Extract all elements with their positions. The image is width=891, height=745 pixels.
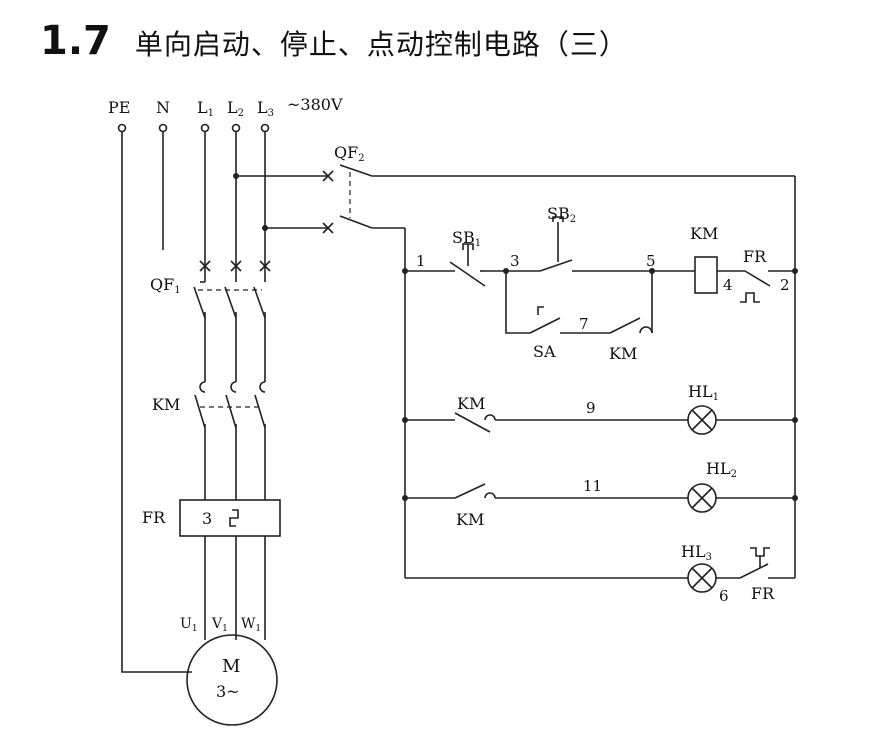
label-fr-contact: FR bbox=[743, 247, 767, 266]
label-qf2: QF2 bbox=[334, 143, 365, 164]
fr-thermal-relay: 3 FR bbox=[142, 499, 281, 640]
fr-mark: 3 bbox=[202, 509, 212, 528]
fr-nc-contact bbox=[744, 270, 771, 287]
terminal-l1 bbox=[200, 123, 210, 133]
km-coil bbox=[694, 256, 718, 294]
label-pe: PE bbox=[108, 98, 130, 117]
label-km-coil: KM bbox=[690, 224, 718, 243]
sb2-button-icon bbox=[552, 216, 564, 262]
lamp-hl2-icon bbox=[687, 483, 717, 513]
label-w1: W1 bbox=[241, 616, 261, 634]
terminal-pe bbox=[117, 123, 127, 133]
supply-terminals: PE N L1 L2 L3 ~380V bbox=[108, 95, 343, 133]
node-5: 5 bbox=[646, 252, 656, 270]
label-sa: SA bbox=[533, 342, 556, 361]
fr-no-contact bbox=[739, 563, 769, 579]
km-no-contact bbox=[454, 483, 486, 499]
power-circuit: QF1 KM 3 FR U1 V1 bbox=[121, 132, 328, 726]
km-main-contacts: KM bbox=[152, 381, 266, 500]
rung-hl1: KM HL1 bbox=[402, 382, 798, 435]
node-6: 6 bbox=[719, 587, 729, 605]
motor-type: 3~ bbox=[216, 682, 240, 701]
node-4: 4 bbox=[723, 276, 733, 294]
label-sb2: SB2 bbox=[547, 204, 576, 225]
sb1-button-icon bbox=[462, 243, 474, 266]
label-u1: U1 bbox=[180, 616, 198, 634]
label-l2: L2 bbox=[227, 98, 244, 119]
thermal-element-icon bbox=[229, 509, 239, 527]
node-numbers: 1 3 5 4 2 7 9 11 6 bbox=[416, 252, 790, 605]
label-km-no: KM bbox=[456, 510, 484, 529]
terminal-l3 bbox=[260, 123, 270, 133]
km-hold-contact bbox=[609, 317, 641, 334]
label-v1: V1 bbox=[211, 616, 228, 634]
pe-wire bbox=[121, 132, 192, 673]
node-3: 3 bbox=[510, 252, 520, 270]
motor: U1 V1 W1 M 3~ bbox=[180, 616, 278, 726]
label-km-nc: KM bbox=[457, 394, 485, 413]
node-2: 2 bbox=[780, 276, 790, 294]
node-1: 1 bbox=[416, 252, 426, 270]
sa-knob-icon bbox=[537, 306, 544, 315]
rung-start-stop: SB1 SB2 KM FR bbox=[402, 204, 798, 303]
thermal-icon-2 bbox=[750, 547, 770, 557]
sb2-contact bbox=[539, 259, 573, 272]
qf1-breaker: QF1 bbox=[150, 260, 271, 382]
km-nc-contact bbox=[454, 412, 491, 433]
motor-symbol bbox=[186, 634, 278, 726]
label-fr: FR bbox=[142, 508, 166, 527]
motor-label: M bbox=[222, 656, 240, 677]
label-l1: L1 bbox=[197, 98, 214, 119]
sa-contact bbox=[529, 317, 561, 334]
label-voltage: ~380V bbox=[287, 95, 343, 114]
rung-hl3: HL3 FR bbox=[405, 542, 795, 603]
section-title: 单向启动、停止、点动控制电路（三） bbox=[134, 28, 628, 61]
label-km-hold: KM bbox=[609, 344, 637, 363]
label-km-main: KM bbox=[152, 395, 180, 414]
label-sb1: SB1 bbox=[452, 228, 481, 249]
thermal-icon bbox=[740, 292, 760, 303]
node-11: 11 bbox=[583, 477, 602, 495]
label-n: N bbox=[156, 98, 170, 117]
terminal-l2 bbox=[231, 123, 241, 133]
label-hl2: HL2 bbox=[706, 459, 737, 480]
label-l3: L3 bbox=[257, 98, 274, 119]
page-title: 1.7 单向启动、停止、点动控制电路（三） bbox=[40, 18, 628, 78]
node-7: 7 bbox=[579, 315, 589, 333]
qf2-breaker: QF2 bbox=[322, 143, 795, 234]
label-qf1: QF1 bbox=[150, 275, 181, 296]
terminal-n bbox=[158, 123, 168, 133]
sb1-contact bbox=[449, 261, 486, 287]
rung-hl2: KM HL2 bbox=[402, 459, 798, 529]
label-hl1: HL1 bbox=[688, 382, 719, 403]
section-number: 1.7 bbox=[40, 18, 111, 64]
label-fr-no: FR bbox=[751, 584, 775, 603]
control-circuit: QF2 SB1 SB2 KM FR bbox=[322, 143, 798, 605]
branch-hold: SA KM bbox=[505, 271, 653, 363]
lamp-hl3-icon bbox=[687, 563, 717, 593]
node-9: 9 bbox=[586, 399, 596, 417]
label-hl3: HL3 bbox=[681, 542, 712, 563]
lamp-hl1-icon bbox=[687, 405, 717, 435]
